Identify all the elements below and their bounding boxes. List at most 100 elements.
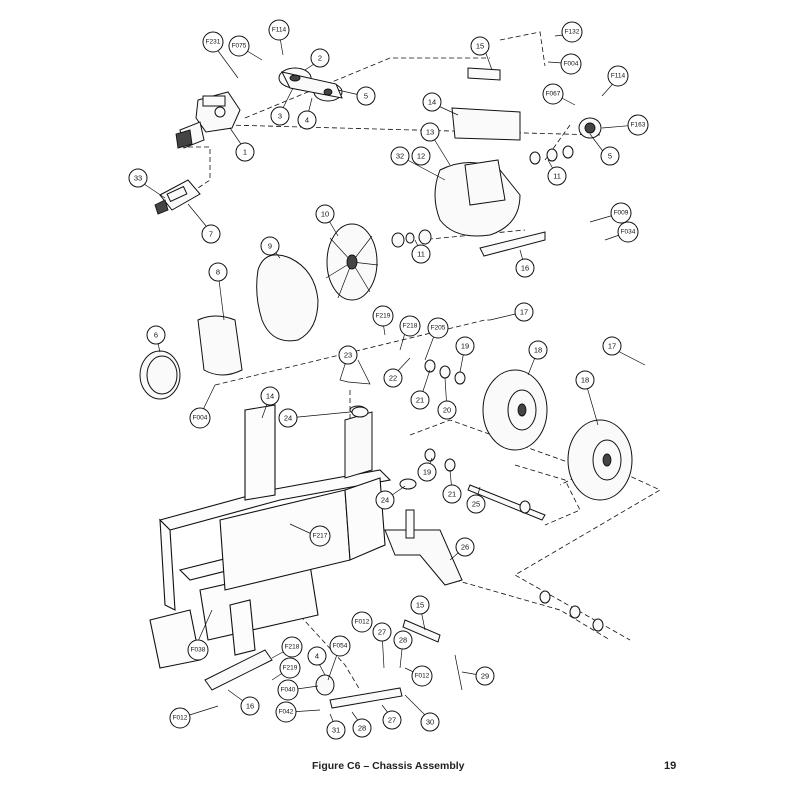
callout-28-top: 28 — [393, 630, 413, 650]
svg-text:2: 2 — [318, 54, 322, 63]
callout-F217: F217 — [309, 525, 331, 547]
callout-18-right: 18 — [575, 370, 595, 390]
svg-text:F219: F219 — [376, 313, 391, 320]
callout-31: 31 — [326, 720, 346, 740]
svg-text:F040: F040 — [281, 687, 296, 694]
svg-text:29: 29 — [481, 672, 489, 681]
svg-text:F009: F009 — [614, 210, 629, 217]
callout-10: 10 — [315, 204, 335, 224]
callout-19-top: 19 — [455, 336, 475, 356]
callout-leader-lines — [137, 31, 646, 729]
inlet-ring — [139, 350, 181, 400]
svg-text:F034: F034 — [621, 229, 636, 236]
svg-text:20: 20 — [443, 406, 451, 415]
callout-6: 6 — [146, 325, 166, 345]
svg-text:21: 21 — [448, 490, 456, 499]
callout-2: 2 — [310, 48, 330, 68]
svg-text:F231: F231 — [206, 39, 221, 46]
svg-text:F114: F114 — [611, 73, 626, 80]
belt-pulley — [278, 67, 343, 102]
svg-text:22: 22 — [389, 374, 397, 383]
svg-text:19: 19 — [461, 342, 469, 351]
callout-F004-left: F004 — [189, 407, 211, 429]
callout-5-right: 5 — [600, 146, 620, 166]
callout-F205: F205 — [427, 317, 449, 339]
svg-text:5: 5 — [364, 92, 368, 101]
callout-labels: F231 F075 F114 2 5 3 4 1 33 7 F132 15 F0… — [128, 19, 649, 740]
lower-linkage — [204, 619, 463, 709]
svg-text:24: 24 — [381, 496, 389, 505]
svg-text:F219: F219 — [283, 665, 298, 672]
callout-20: 20 — [437, 400, 457, 420]
drive-shaft-coupler — [154, 179, 201, 215]
callout-F054: F054 — [329, 635, 351, 657]
callout-F004-top: F004 — [560, 53, 582, 75]
callout-29: 29 — [475, 666, 495, 686]
callout-17-left: 17 — [514, 302, 534, 322]
svg-text:23: 23 — [344, 351, 352, 360]
chassis-frame — [149, 404, 392, 669]
svg-text:31: 31 — [332, 726, 340, 735]
callout-F132: F132 — [561, 21, 583, 43]
callout-21-top: 21 — [410, 390, 430, 410]
svg-text:30: 30 — [426, 718, 434, 727]
svg-text:14: 14 — [266, 392, 274, 401]
callout-12: 12 — [411, 146, 431, 166]
svg-text:F163: F163 — [631, 122, 646, 129]
callout-27-top: 27 — [372, 622, 392, 642]
callout-25: 25 — [466, 494, 486, 514]
callout-F114-right: F114 — [607, 65, 629, 87]
callout-19-bottom: 19 — [417, 462, 437, 482]
svg-text:F132: F132 — [565, 29, 580, 36]
svg-text:14: 14 — [428, 98, 436, 107]
svg-text:9: 9 — [268, 242, 272, 251]
svg-text:1: 1 — [243, 148, 247, 157]
callout-4-bottom: 4 — [307, 646, 327, 666]
callout-33: 33 — [128, 168, 148, 188]
svg-text:7: 7 — [209, 230, 213, 239]
callout-7: 7 — [201, 224, 221, 244]
callout-F219-top: F219 — [372, 305, 394, 327]
impeller — [325, 223, 379, 301]
blower-housing — [434, 67, 546, 257]
svg-text:32: 32 — [396, 152, 404, 161]
callout-1: 1 — [235, 142, 255, 162]
svg-text:10: 10 — [321, 210, 329, 219]
svg-text:27: 27 — [378, 628, 386, 637]
svg-text:F038: F038 — [191, 647, 206, 654]
callout-15-top: 15 — [470, 36, 490, 56]
svg-text:28: 28 — [399, 636, 407, 645]
callout-3: 3 — [270, 106, 290, 126]
svg-text:6: 6 — [154, 331, 158, 340]
right-pulley — [578, 117, 602, 139]
svg-text:F218: F218 — [403, 323, 418, 330]
callout-22: 22 — [383, 368, 403, 388]
callout-F012-top: F012 — [351, 611, 373, 633]
svg-text:F012: F012 — [355, 619, 370, 626]
svg-text:24: 24 — [284, 414, 292, 423]
svg-text:27: 27 — [388, 716, 396, 725]
callout-21-bottom: 21 — [442, 484, 462, 504]
axle-hardware — [351, 359, 604, 632]
callout-9: 9 — [260, 236, 280, 256]
figure-caption-bar: Figure C6 – Chassis Assembly 19 — [0, 760, 800, 780]
callout-28-bottom: 28 — [352, 718, 372, 738]
caster-bracket — [384, 509, 463, 586]
callout-17-right: 17 — [602, 336, 622, 356]
svg-text:5: 5 — [608, 152, 612, 161]
svg-text:13: 13 — [426, 128, 434, 137]
callout-F038: F038 — [187, 639, 209, 661]
svg-text:F012: F012 — [415, 673, 430, 680]
svg-text:33: 33 — [134, 174, 142, 183]
gearbox-assembly — [175, 91, 241, 149]
bearing-sets — [391, 145, 574, 248]
svg-text:15: 15 — [476, 42, 484, 51]
callout-24-bottom: 24 — [375, 490, 395, 510]
svg-text:17: 17 — [608, 342, 616, 351]
figure-caption: Figure C6 – Chassis Assembly — [312, 760, 465, 772]
svg-text:18: 18 — [581, 376, 589, 385]
callout-F034: F034 — [617, 221, 639, 243]
callout-F067: F067 — [542, 83, 564, 105]
callout-F219-bottom: F219 — [279, 657, 301, 679]
